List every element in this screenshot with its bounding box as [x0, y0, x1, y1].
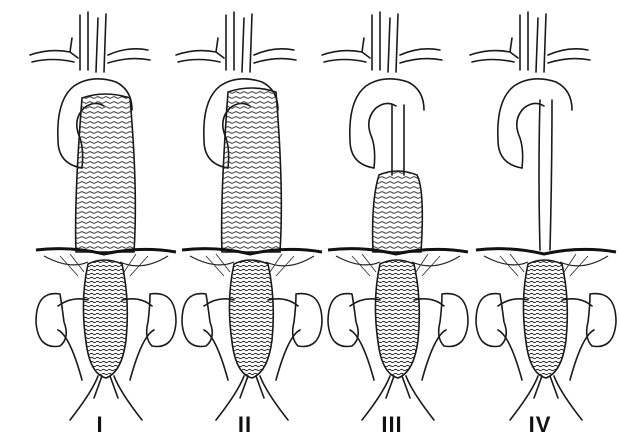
thoracic-aneurysm — [373, 171, 423, 252]
branch-vessel — [242, 14, 252, 72]
normal-descending-aorta — [392, 105, 404, 175]
branch-vessel — [108, 49, 150, 63]
abdominal-aneurysm — [83, 260, 127, 378]
panel-label-3: III — [372, 412, 412, 438]
branch-vessel — [32, 60, 74, 63]
branch-vessel — [472, 60, 514, 63]
branch-vessel — [536, 14, 546, 72]
left-kidney — [182, 294, 212, 347]
branch-vessel — [548, 49, 590, 63]
panel-label-1: I — [80, 412, 120, 438]
aortic-arch — [498, 79, 572, 168]
right-kidney — [147, 294, 176, 347]
branch-vessel — [372, 12, 380, 70]
diaphragm — [476, 249, 616, 254]
left-kidney — [36, 294, 66, 347]
branch-vessel — [322, 38, 370, 58]
aorta-panel-3 — [322, 12, 468, 420]
panel-label-2: II — [225, 412, 265, 438]
aortic-arch — [350, 79, 424, 168]
left-kidney — [476, 294, 506, 347]
panel-label-4: IV — [520, 412, 560, 438]
left-kidney — [328, 294, 358, 347]
aorta-panel-4 — [470, 12, 616, 420]
branch-vessel — [176, 38, 224, 58]
branch-vessel — [324, 60, 366, 63]
branch-vessel — [520, 12, 528, 70]
right-kidney — [293, 294, 322, 347]
normal-descending-aorta — [539, 100, 552, 250]
branch-vessel — [30, 38, 78, 58]
branch-vessel — [226, 12, 234, 70]
thoracic-aneurysm — [76, 94, 136, 252]
branch-vessel — [96, 14, 106, 72]
branch-vessel — [388, 14, 398, 72]
abdominal-aneurysm — [229, 260, 273, 378]
branch-vessel — [80, 12, 88, 70]
branch-vessel — [254, 49, 296, 63]
thoracic-aneurysm — [222, 88, 282, 252]
branch-vessel — [400, 49, 442, 63]
branch-vessel — [178, 60, 220, 63]
branch-vessel — [470, 38, 518, 58]
right-kidney — [439, 294, 468, 347]
right-kidney — [587, 294, 616, 347]
abdominal-aneurysm — [523, 260, 567, 378]
abdominal-aneurysm — [375, 260, 419, 378]
aorta-panel-1 — [30, 12, 176, 420]
aorta-panel-2 — [176, 12, 322, 420]
